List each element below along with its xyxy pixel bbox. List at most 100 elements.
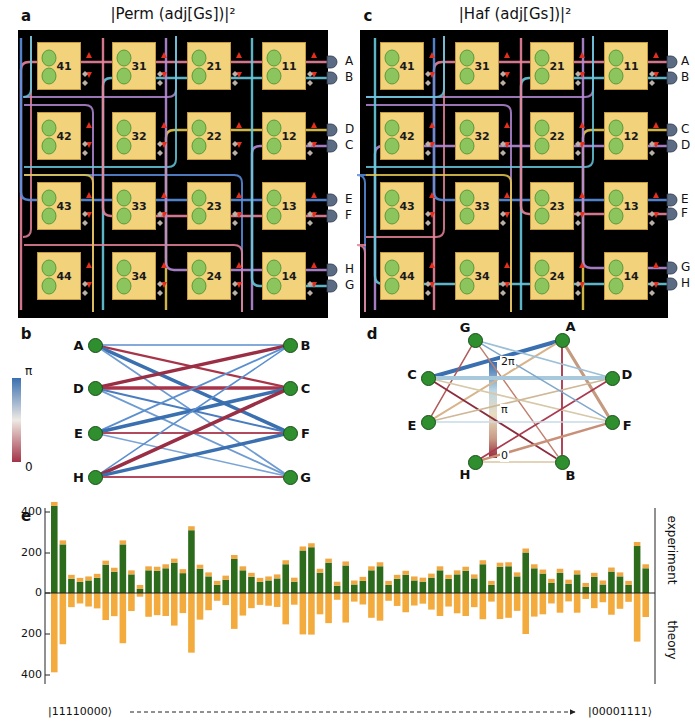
detector-symbol <box>327 194 337 206</box>
chip-number: 33 <box>131 200 146 213</box>
waveguide <box>24 245 242 312</box>
error-cap <box>68 575 75 579</box>
error-cap <box>360 577 367 581</box>
graph-edge <box>435 342 555 376</box>
source-chip: 44 <box>380 252 424 300</box>
chip-number: 12 <box>623 130 638 143</box>
ring-source <box>609 138 623 154</box>
source-chip: 41 <box>380 42 424 90</box>
ring-source <box>385 138 399 154</box>
graph-edge <box>102 347 282 387</box>
red-arrow <box>311 122 317 128</box>
error-cap <box>514 572 521 576</box>
experiment-bar <box>582 587 589 593</box>
vertex-label: C <box>301 380 311 395</box>
experiment-bar <box>488 585 495 593</box>
error-cap <box>522 549 529 553</box>
experiment-bar <box>222 580 229 593</box>
error-cap <box>171 559 178 563</box>
experiment-bar <box>274 578 281 593</box>
red-arrow <box>161 262 167 268</box>
coupler-symbol <box>575 80 581 86</box>
theory-bar <box>488 593 495 602</box>
source-chip: 24 <box>530 252 574 300</box>
error-cap <box>257 578 264 582</box>
coupler-symbol <box>82 150 88 156</box>
vertex-label: H <box>73 469 84 484</box>
graph-edge <box>436 421 605 423</box>
error-cap <box>540 570 547 574</box>
coupler-symbol <box>425 80 431 86</box>
source-chip: 11 <box>604 42 648 90</box>
chip-number: 11 <box>281 60 296 73</box>
red-arrow <box>653 52 659 58</box>
experiment-bar <box>471 578 478 593</box>
experiment-bar <box>591 577 598 593</box>
theory-bar <box>102 593 109 620</box>
theory-bar <box>411 593 418 606</box>
theory-bar <box>85 593 92 607</box>
theory-bar <box>94 593 101 608</box>
ring-source <box>535 208 549 224</box>
coupler-symbol <box>82 211 88 217</box>
ring-source <box>385 260 399 276</box>
theory-bar <box>274 593 281 607</box>
experiment-bar <box>325 563 332 593</box>
error-cap <box>420 578 427 582</box>
detector-label: A <box>345 55 353 68</box>
red-arrow <box>653 262 659 268</box>
coupler-symbol <box>82 71 88 77</box>
theory-bar <box>308 593 315 635</box>
experiment-bar <box>565 584 572 593</box>
error-cap <box>402 571 409 575</box>
error-cap <box>120 540 127 544</box>
theory-bar <box>68 593 75 607</box>
theory-bar <box>257 593 264 605</box>
ring-source <box>42 50 56 66</box>
theory-bar <box>111 593 118 616</box>
theory-bar <box>617 593 624 609</box>
theory-bar <box>282 593 289 624</box>
coupler-symbol <box>82 220 88 226</box>
red-arrow <box>579 122 585 128</box>
theory-bar <box>462 593 469 616</box>
detector-label: F <box>345 209 352 222</box>
graph-vertex: A <box>88 338 103 353</box>
chip-board <box>360 30 668 318</box>
theory-bar <box>625 593 632 602</box>
experiment-bar <box>85 580 92 593</box>
theory-bar <box>77 593 84 603</box>
detector-symbol <box>327 124 337 136</box>
coupler-symbol <box>649 141 655 147</box>
theory-bar <box>557 593 564 613</box>
coupler-symbol <box>232 150 238 156</box>
y-axis <box>655 508 656 684</box>
source-chip: 21 <box>530 42 574 90</box>
graph-vertex: A <box>555 333 570 348</box>
theory-bar <box>265 593 272 606</box>
theory-bar <box>420 593 427 604</box>
coupler-symbol <box>425 220 431 226</box>
theory-bar <box>51 593 58 672</box>
waveguide <box>24 105 93 312</box>
error-cap <box>248 573 255 577</box>
source-chip: 13 <box>262 182 306 230</box>
waveguide <box>23 36 31 97</box>
detector-symbol <box>667 278 677 290</box>
theory-bar <box>608 593 615 615</box>
theory-bar <box>360 593 367 604</box>
vertex-label: E <box>407 418 416 433</box>
source-chip: 21 <box>187 42 231 90</box>
coupler-symbol <box>425 211 431 217</box>
coupler-symbol <box>157 211 163 217</box>
red-arrow <box>653 122 659 128</box>
tick <box>45 553 50 554</box>
coupler-symbol <box>82 281 88 287</box>
source-chip: 22 <box>187 112 231 160</box>
ring-source <box>535 50 549 66</box>
error-cap <box>574 570 581 574</box>
detector-label: D <box>345 123 354 136</box>
error-cap <box>531 564 538 568</box>
axis-tick-label: 400 <box>21 669 42 681</box>
